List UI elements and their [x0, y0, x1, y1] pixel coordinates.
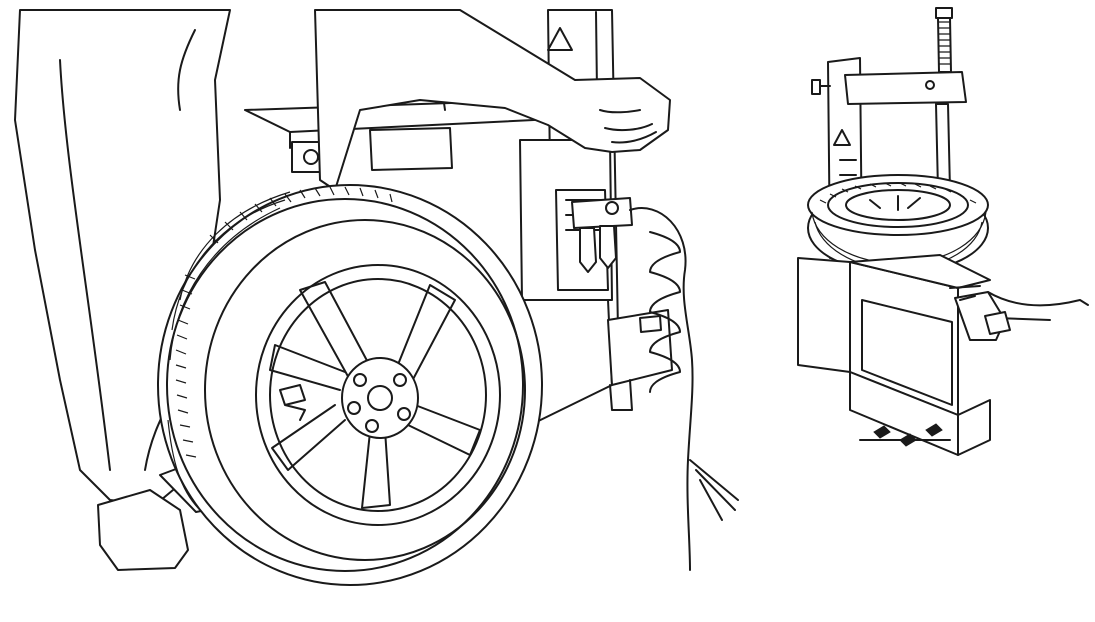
wheel-rim [255, 264, 501, 526]
horizontal-arm [811, 71, 967, 105]
coiled-air-hose [629, 207, 739, 571]
tire-changer-illustration [797, 7, 1089, 456]
mounted-tire [807, 174, 989, 274]
machine-cabinet [797, 254, 991, 456]
bead-breaker-arm [949, 285, 1089, 341]
hex-shaft [935, 7, 953, 191]
technician-wheel-illustration [14, 9, 739, 586]
foot-pedals [859, 423, 951, 447]
air-filter-regulator [571, 197, 633, 273]
technician-arm [314, 9, 671, 191]
